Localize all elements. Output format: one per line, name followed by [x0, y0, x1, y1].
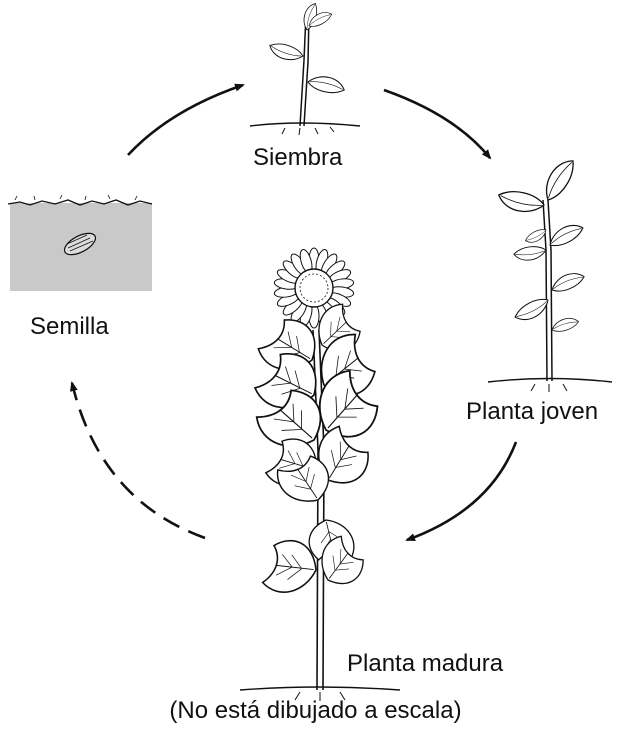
- stage-label-seed: Semilla: [30, 313, 109, 341]
- arrow-sowing-to-young: [384, 90, 490, 158]
- stage-label-mature-plant: Planta madura: [347, 650, 503, 678]
- stage-label-sowing: Siembra: [253, 144, 342, 172]
- young-plant-illustration: [488, 155, 612, 392]
- arrow-seed-to-sowing: [128, 85, 243, 155]
- stage-label-young-plant: Planta joven: [466, 398, 598, 426]
- arrow-mature-to-seed: [72, 383, 205, 538]
- scale-footnote: (No está dibujado a escala): [0, 697, 631, 725]
- mature-plant-illustration: [240, 248, 400, 701]
- arrow-young-to-mature: [407, 442, 516, 540]
- seed-illustration: [8, 195, 152, 291]
- seedling-illustration: [250, 1, 360, 135]
